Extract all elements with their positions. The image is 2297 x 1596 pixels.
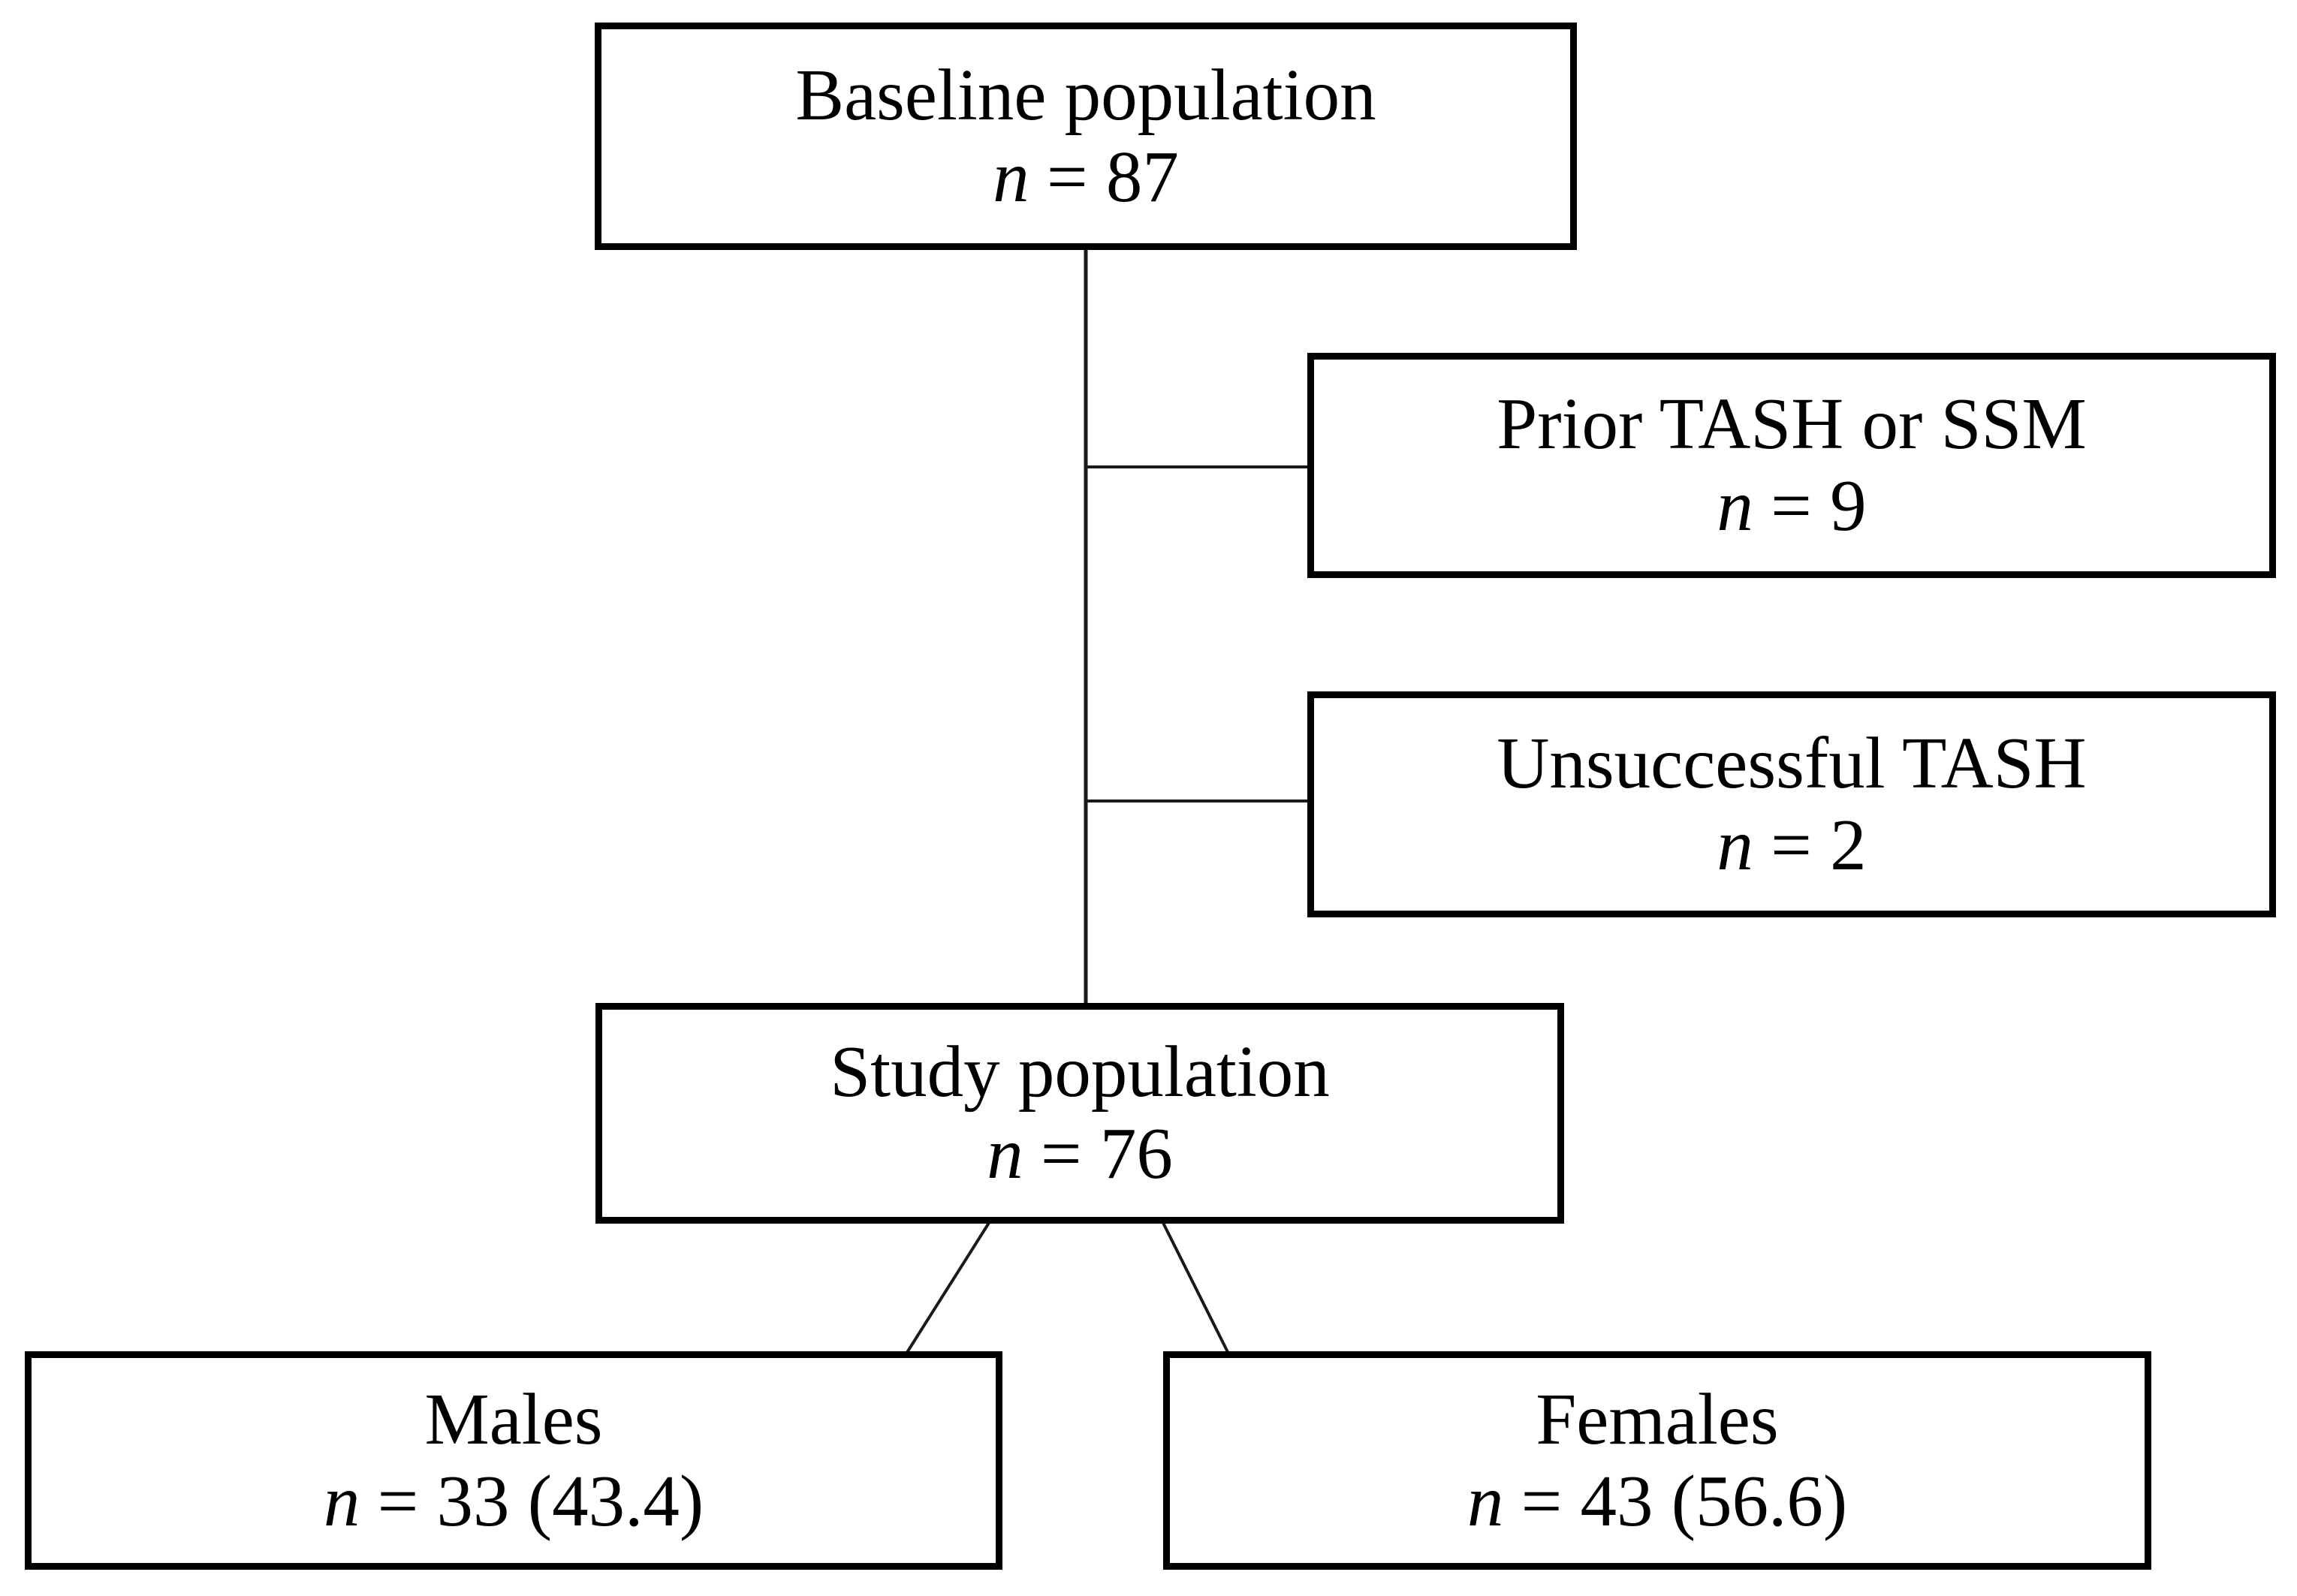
n-symbol: n [1717,804,1753,885]
node-baseline-population: Baseline population n= 87 [595,23,1577,250]
n-value: = 9 [1771,465,1867,546]
node-baseline-count: n= 87 [993,137,1179,218]
n-symbol: n [323,1460,360,1541]
n-value: = 2 [1771,804,1867,885]
node-study-population: Study population n= 76 [595,1003,1564,1224]
n-value: = 43 (56.6) [1521,1460,1848,1541]
node-unsuccessful-tash: Unsuccessful TASH n= 2 [1307,691,2276,917]
node-females: Females n= 43 (56.6) [1163,1351,2151,1570]
node-prior-title: Prior TASH or SSM [1497,384,2087,465]
node-females-title: Females [1536,1378,1779,1459]
n-value: = 87 [1046,136,1179,217]
node-baseline-title: Baseline population [795,54,1376,135]
node-prior-tash-or-ssm: Prior TASH or SSM n= 9 [1307,353,2276,578]
n-symbol: n [1467,1460,1504,1541]
n-value: = 33 (43.4) [377,1460,704,1541]
n-value: = 76 [1040,1113,1173,1194]
node-males: Males n= 33 (43.4) [25,1351,1002,1570]
connector-study-to-males [905,1221,990,1355]
node-females-count: n= 43 (56.6) [1467,1461,1847,1543]
n-symbol: n [987,1113,1023,1194]
node-study-title: Study population [830,1031,1330,1113]
node-unsuccessful-count: n= 2 [1717,805,1866,887]
n-symbol: n [993,136,1029,217]
node-study-count: n= 76 [987,1113,1173,1195]
node-unsuccessful-title: Unsuccessful TASH [1497,722,2087,803]
n-symbol: n [1717,465,1753,546]
connector-study-to-females [1162,1222,1230,1354]
node-males-count: n= 33 (43.4) [324,1461,704,1543]
node-prior-count: n= 9 [1717,465,1866,547]
node-males-title: Males [424,1378,603,1459]
